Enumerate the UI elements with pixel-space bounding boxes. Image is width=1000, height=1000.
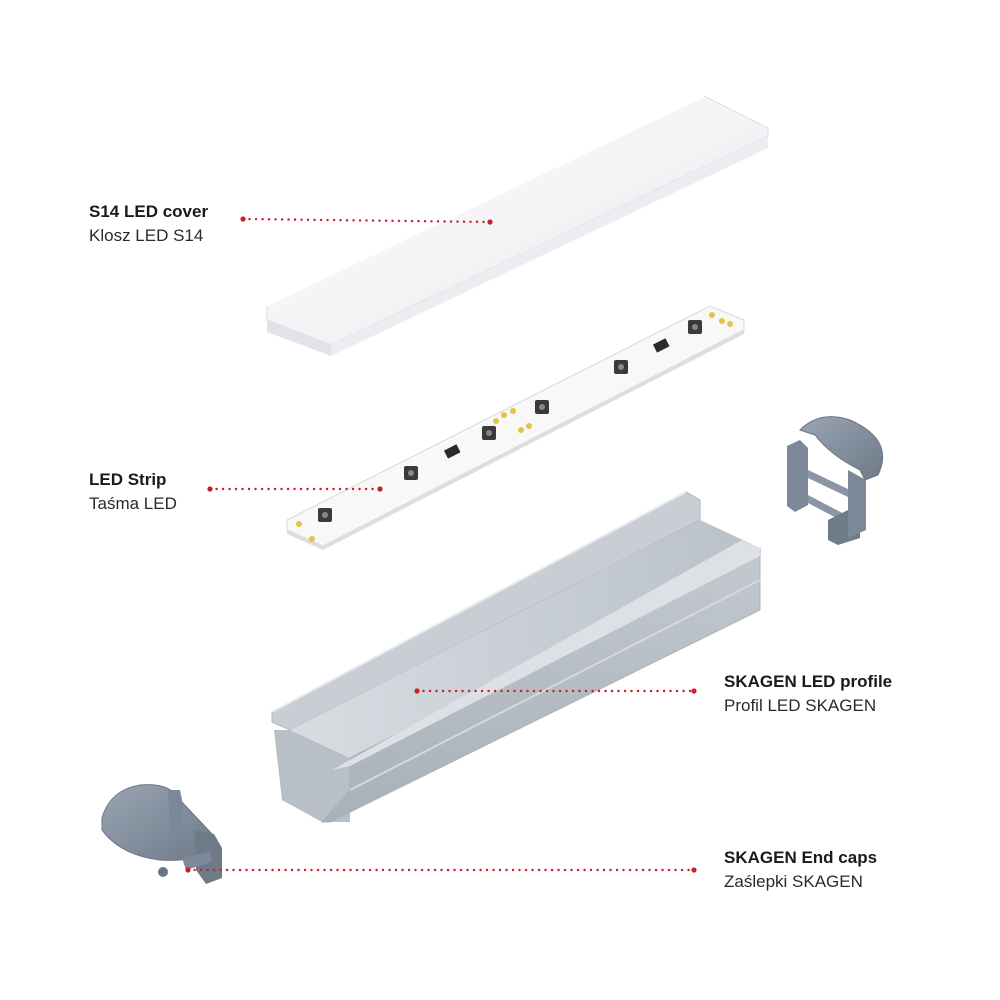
leader-dot-strip bbox=[207, 486, 213, 492]
label-led-strip-title: LED Strip bbox=[89, 470, 167, 489]
label-led-strip: LED Strip Taśma LED bbox=[89, 468, 177, 516]
leader-dots bbox=[185, 216, 697, 873]
label-end-caps: SKAGEN End caps Zaślepki SKAGEN bbox=[724, 846, 877, 894]
end-cap-right bbox=[787, 416, 883, 545]
label-led-strip-subtitle: Taśma LED bbox=[89, 494, 177, 513]
leader-dot-cover-end bbox=[487, 219, 493, 225]
leader-dot-cover bbox=[240, 216, 246, 222]
led-profile-part bbox=[271, 491, 761, 823]
label-led-profile-title: SKAGEN LED profile bbox=[724, 672, 893, 691]
solder-pads bbox=[296, 312, 733, 542]
leader-dot-profile-end bbox=[691, 688, 697, 694]
leader-lines bbox=[186, 217, 696, 872]
leader-dot-caps-end bbox=[691, 867, 697, 873]
label-end-caps-title: SKAGEN End caps bbox=[724, 848, 878, 867]
label-led-cover-title: S14 LED cover bbox=[89, 202, 209, 221]
label-led-profile-subtitle: Profil LED SKAGEN bbox=[724, 696, 877, 715]
leader-dot-caps bbox=[185, 867, 191, 873]
label-led-cover-subtitle: Klosz LED S14 bbox=[89, 226, 204, 245]
label-led-profile: SKAGEN LED profile Profil LED SKAGEN bbox=[724, 670, 892, 718]
led-resistors bbox=[443, 338, 670, 459]
led-strip-part bbox=[286, 305, 745, 550]
label-end-caps-subtitle: Zaślepki SKAGEN bbox=[724, 872, 863, 891]
led-emitters bbox=[318, 320, 702, 522]
leader-dot-profile bbox=[414, 688, 420, 694]
label-led-cover: S14 LED cover Klosz LED S14 bbox=[89, 200, 208, 248]
leader-line-cover bbox=[241, 217, 492, 224]
led-cover-part bbox=[266, 95, 769, 356]
leader-dot-strip-end bbox=[377, 486, 383, 492]
end-cap-left bbox=[101, 784, 222, 884]
